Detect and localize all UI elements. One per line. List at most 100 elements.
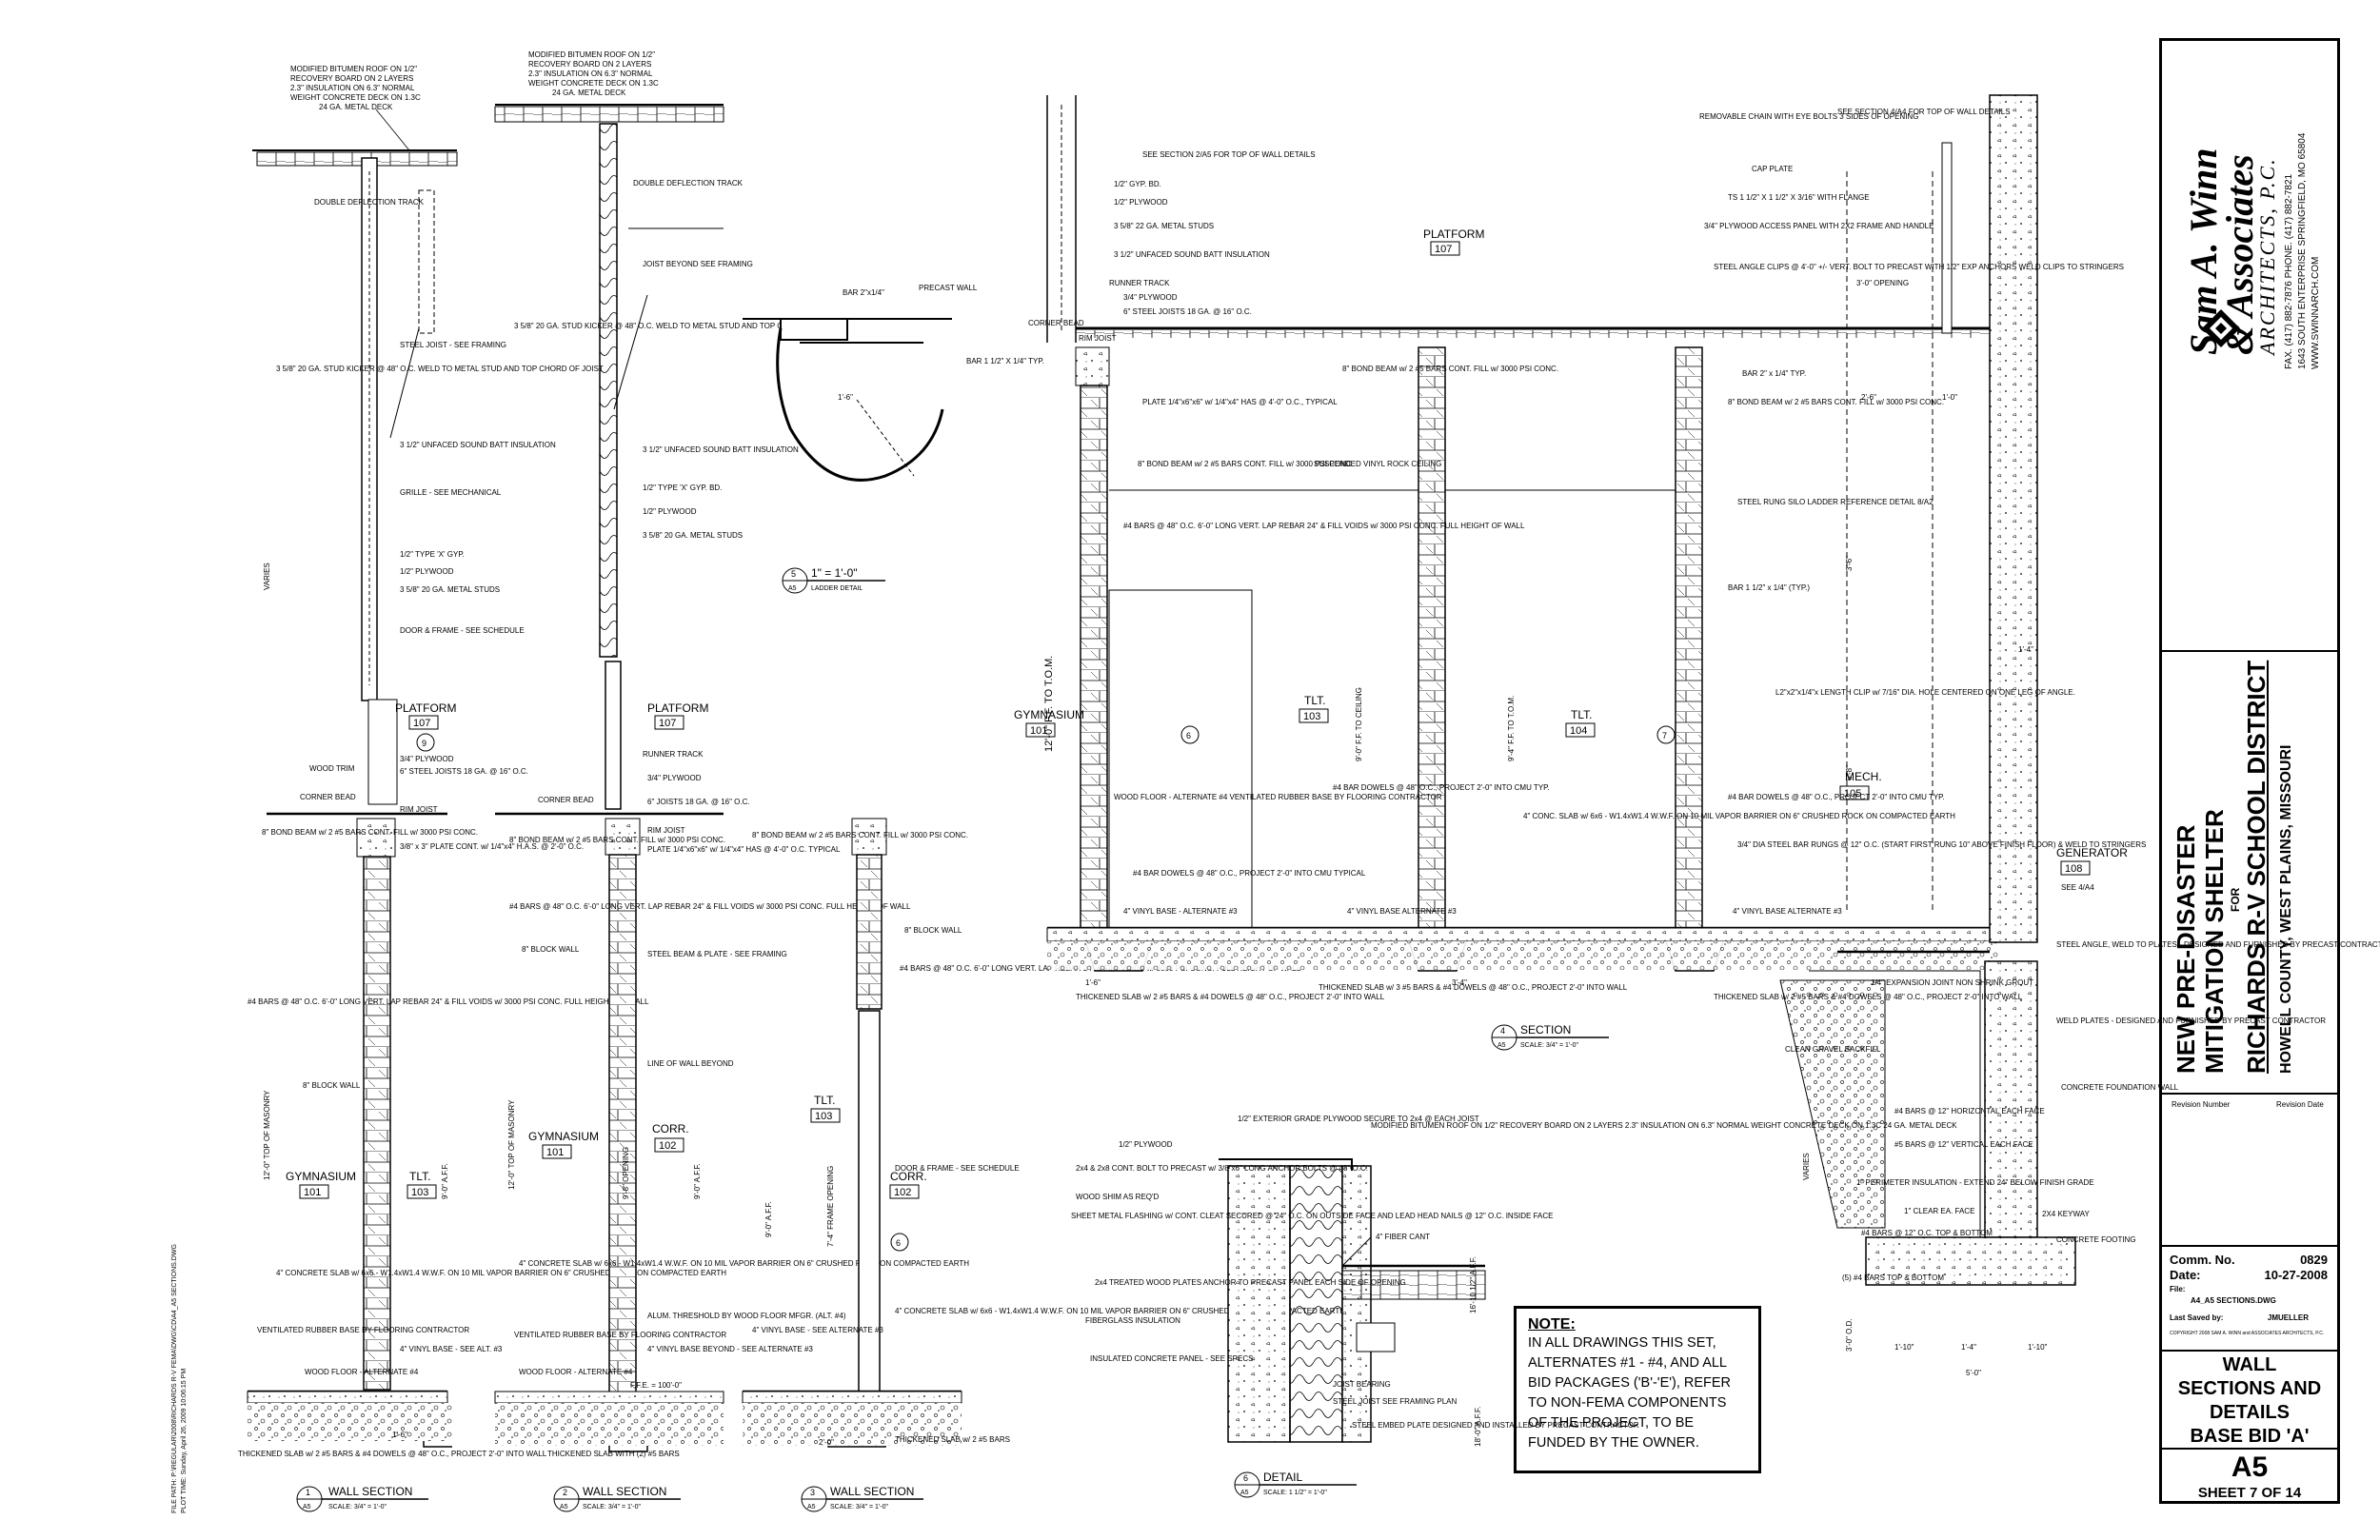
svg-text:PLATFORM: PLATFORM: [1423, 227, 1484, 241]
s7-dim-e: 2'-6": [1861, 393, 1876, 402]
s1-deflection-note: DOUBLE DEFLECTION TRACK: [314, 198, 425, 207]
d6-flashing-note: SHEET METAL FLASHING w/ CONT. CLEAT SECU…: [1071, 1212, 1553, 1220]
s1-batt-note: 3 1/2" UNFACED SOUND BATT INSULATION: [400, 441, 556, 449]
svg-text:9: 9: [422, 739, 426, 748]
detail-6: 1/2" PLYWOOD 2x4 & 2x8 CONT. BOLT TO PRE…: [1071, 1115, 1957, 1447]
s1-plate-note: 3/8" x 3" PLATE CONT. w/ 1/4"x4" H.A.S. …: [400, 842, 584, 851]
s1-rebar-note: #4 BARS @ 48" O.C. 6'-0" LONG VERT. LAP …: [248, 997, 649, 1006]
svg-text:104: 104: [1570, 725, 1587, 737]
s4-bondbeam2-note: 8" BOND BEAM w/ 2 #5 BARS CONT. FILL w/ …: [1342, 365, 1558, 373]
project-line-1: NEW PRE-DISASTER: [2172, 824, 2200, 1074]
s1-woodfloor-note: WOOD FLOOR - ALTERNATE #4: [305, 1368, 419, 1376]
s7-clear-note: 1" CLEAR EA. FACE: [1904, 1207, 1974, 1215]
svg-text:107: 107: [1435, 244, 1452, 255]
svg-text:101: 101: [546, 1147, 564, 1158]
sheet-title-1: WALL: [2222, 1354, 2277, 1375]
s2-tom-dim: 12'-0" TOP OF MASONRY: [507, 1099, 516, 1190]
row-divider: [2162, 650, 2337, 652]
svg-text:A5: A5: [1240, 1490, 1249, 1496]
project-line-3: FOR: [2229, 887, 2242, 912]
section-1-wall: MODIFIED BITUMEN ROOF ON 1/2" RECOVERY B…: [238, 65, 726, 1458]
s7-bar-note: BAR 2" x 1/4" TYP.: [1742, 369, 1806, 378]
ladder-precast-note: PRECAST WALL: [919, 284, 978, 292]
d6-plates-note: 2x4 TREATED WOOD PLATES ANCHOR TO PRECAS…: [1095, 1278, 1406, 1287]
svg-text:SCALE: 1 1/2" = 1'-0": SCALE: 1 1/2" = 1'-0": [1263, 1490, 1327, 1496]
svg-text:A5: A5: [1497, 1042, 1506, 1049]
file-value: A4_A5 SECTIONS.DWG: [2191, 1296, 2276, 1305]
s1-studs-note: 3 5/8" 20 GA. METAL STUDS: [400, 585, 500, 594]
s2-rebar-note: #4 BARS @ 48" O.C. 6'-0" LONG VERT. LAP …: [509, 902, 911, 911]
s7-see-note: SEE SECTION 4/A4 FOR TOP OF WALL DETAILS: [1837, 108, 2011, 116]
firm-logo: [2200, 307, 2242, 349]
s3-block-note: 8" BLOCK WALL: [904, 926, 962, 935]
svg-text:6: 6: [896, 1238, 901, 1248]
note-title: NOTE:: [1528, 1316, 1576, 1333]
svg-text:A5: A5: [303, 1504, 311, 1510]
s7-plates-note: WELD PLATES - DESIGNED AND FURNISHED BY …: [2056, 1017, 2326, 1025]
s7-bars-note: #4 BARS @ 12" O.C. TOP & BOTTOM: [1861, 1229, 1993, 1237]
s4-dowel2-note: #4 BAR DOWELS @ 48" O.C., PROJECT 2'-0" …: [1333, 783, 1550, 792]
s7-chain-note: REMOVABLE CHAIN WITH EYE BOLTS 3 SIDES O…: [1699, 112, 1918, 121]
section-7-tower: SEE SECTION 4/A4 FOR TOP OF WALL DETAILS…: [1699, 94, 2380, 1377]
s2-plywood2-note: 3/4" PLYWOOD: [647, 774, 702, 782]
s4-studs-note: 3 5/8" 22 GA. METAL STUDS: [1114, 222, 1214, 230]
svg-text:103: 103: [1303, 711, 1320, 722]
d6-extplywood-note: 1/2" EXTERIOR GRADE PLYWOOD SECURE TO 2x…: [1238, 1115, 1479, 1123]
svg-text:TLT.: TLT.: [1571, 708, 1592, 721]
s7-varies-dim: VARIES: [1802, 1153, 1811, 1180]
svg-text:LADDER DETAIL: LADDER DETAIL: [811, 585, 863, 592]
s7-dim-a: 1'-10": [1894, 1343, 1914, 1352]
svg-text:1" = 1'-0": 1" = 1'-0": [811, 566, 858, 580]
s7-bondbeam-note: 8" BOND BEAM w/ 2 #5 BARS CONT. FILL w/ …: [1728, 398, 1944, 406]
firm-contact-1: FAX. (417) 882-7876 PHONE. (417) 882-782…: [2284, 173, 2294, 369]
s1-aff-dim: 9'-0" A.F.F.: [441, 1163, 449, 1199]
s7-opening-dim: 3'-0" OPENING: [1856, 279, 1909, 287]
svg-text:105: 105: [1844, 788, 1861, 800]
s4-runner-note: RUNNER TRACK: [1109, 279, 1170, 287]
s7-insul-note: 1" PERIMETER INSULATION - EXTEND 24" BEL…: [1856, 1178, 2094, 1187]
s7-footing-note: CONCRETE FOOTING: [2056, 1235, 2136, 1244]
svg-text:6: 6: [1186, 731, 1191, 740]
s7-dim-h: 6'-8": [1845, 765, 1854, 780]
s1-vinyl-note: 4" VINYL BASE - SEE ALT. #3: [400, 1345, 503, 1353]
firm-contact-3: WWW.SWINNARCH.COM: [2311, 256, 2321, 369]
s2-kicker-note: 3 5/8" 20 GA. STUD KICKER @ 48" O.C. WEL…: [514, 322, 842, 330]
s2-beam-note: STEEL BEAM & PLATE - SEE FRAMING: [647, 950, 787, 958]
s4-tom-dim: 12'-0" F.F. TO T.O.M.: [1043, 656, 1055, 752]
firm-contact-2: 1643 SOUTH ENTERPRISE SPRINGFIELD, MO 65…: [2297, 132, 2308, 369]
s2-plate-note: PLATE 1/4"x6"x6" w/ 1/4"x4" HAS @ 4'-0" …: [647, 845, 841, 854]
svg-text:6: 6: [1243, 1473, 1248, 1483]
date-label: Date:: [2170, 1268, 2201, 1282]
s7-generator-see: SEE 4/A4: [2061, 883, 2094, 892]
svg-text:A5: A5: [560, 1504, 568, 1510]
general-note: NOTE: IN ALL DRAWINGS THIS SET, ALTERNAT…: [1514, 1306, 1761, 1473]
s7-bar2-note: BAR 1 1/2" x 1/4" (TYP.): [1728, 583, 1810, 592]
svg-text:2: 2: [563, 1488, 567, 1497]
s1-trim-note: WOOD TRIM: [309, 764, 355, 773]
s7-foundation-note: CONCRETE FOUNDATION WALL: [2061, 1083, 2179, 1092]
svg-text:101: 101: [1030, 725, 1047, 737]
ladder-dim: 1'-6": [838, 393, 853, 402]
s4-vinyl-note: 4" VINYL BASE - ALTERNATE #3: [1123, 907, 1238, 916]
project-line-5: HOWELL COUNTY, WEST PLAINS, MISSOURI: [2278, 744, 2294, 1075]
s1-footing-dim: 1'-6": [392, 1431, 407, 1439]
d6-bearing-note: JOIST BEARING: [1333, 1380, 1391, 1389]
s2-vinyl-note: 4" VINYL BASE BEYOND - SEE ALTERNATE #3: [647, 1345, 813, 1353]
s4-bondbeam-note: 8" BOND BEAM w/ 2 #5 BARS CONT. FILL w/ …: [1138, 460, 1354, 468]
svg-text:A5: A5: [788, 585, 797, 592]
s2-batt-note: 3 1/2" UNFACED SOUND BATT INSULATION: [643, 445, 799, 454]
d6-shim-note: WOOD SHIM AS REQ'D: [1076, 1193, 1160, 1201]
ladder-detail: BAR 2"x1/4" PRECAST WALL BAR 1 1/2" X 1/…: [743, 284, 1044, 482]
svg-text:101: 101: [304, 1187, 321, 1198]
svg-text:1: 1: [306, 1488, 310, 1497]
s3-aff-dim: 9'-0" A.F.F.: [764, 1201, 773, 1237]
s2-beyond-note: LINE OF WALL BEYOND: [647, 1059, 734, 1068]
s1-slab-note: 4" CONCRETE SLAB w/ 6x6 - W1.4xW1.4 W.W.…: [276, 1269, 726, 1277]
project-panel: NEW PRE-DISASTER MITIGATION SHELTER FOR …: [2162, 655, 2337, 1083]
s1-thickened-note: THICKENED SLAB w/ 2 #5 BARS & #4 DOWELS …: [238, 1450, 547, 1458]
